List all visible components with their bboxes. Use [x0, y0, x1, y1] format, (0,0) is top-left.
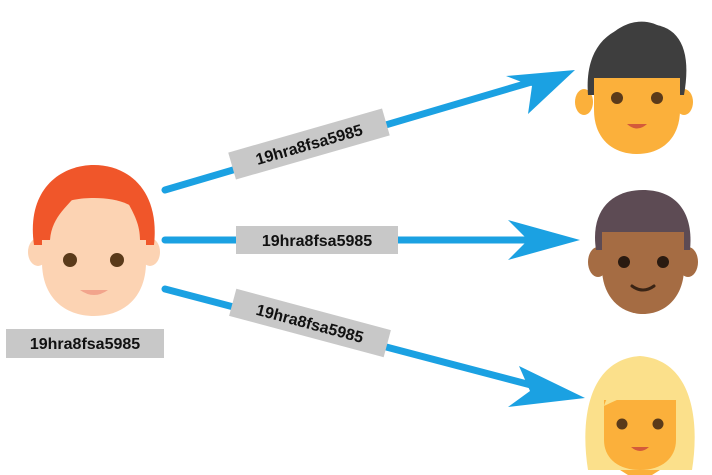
transfer-label-bottom: 19hra8fsa5985: [229, 288, 391, 358]
sender-address-text: 19hra8fsa5985: [30, 336, 140, 353]
sender-avatar: [28, 165, 160, 316]
transfer-label-middle-text: 19hra8fsa5985: [262, 233, 372, 250]
sender-address-label: 19hra8fsa5985: [6, 329, 164, 358]
transfer-label-middle: 19hra8fsa5985: [236, 226, 398, 254]
recipient-top-avatar: [575, 21, 693, 154]
recipient-bottom-avatar: [585, 356, 695, 475]
recipient-middle-avatar: [588, 190, 698, 314]
transfer-label-top: 19hra8fsa5985: [228, 108, 390, 180]
